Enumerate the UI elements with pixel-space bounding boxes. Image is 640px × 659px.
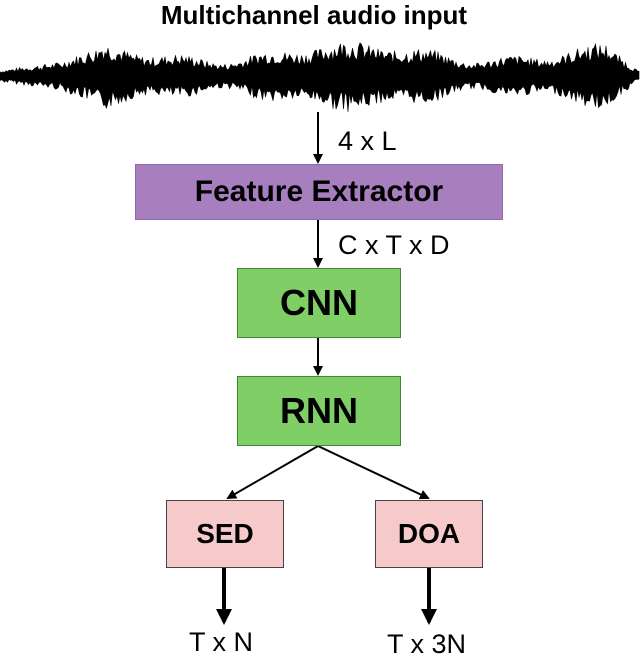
rnn-label: RNN [280, 390, 358, 431]
doa-block: DOA [375, 500, 483, 568]
cnn-label: CNN [280, 282, 358, 323]
feature-dimension-label: C x T x D [338, 230, 450, 260]
rnn-block: RNN [237, 376, 401, 446]
sed-label: SED [196, 518, 254, 549]
doa-label: DOA [397, 518, 461, 549]
audio-waveform-icon [0, 42, 640, 112]
doa-output-dimension-label: T x 3N [387, 629, 467, 659]
sed-output-dimension-label: T x N [189, 627, 254, 657]
arrow-rnn-to-sed [226, 445, 319, 500]
cnn-block: CNN [237, 268, 401, 338]
diagram-title: Multichannel audio input [160, 0, 468, 30]
feature-extractor-block: Feature Extractor [135, 164, 503, 220]
arrow-rnn-to-doa [317, 445, 430, 500]
input-dimension-label: 4 x L [338, 126, 397, 156]
waveform-shape [0, 42, 640, 112]
feature-extractor-label: Feature Extractor [194, 175, 444, 208]
sed-block: SED [166, 500, 284, 568]
